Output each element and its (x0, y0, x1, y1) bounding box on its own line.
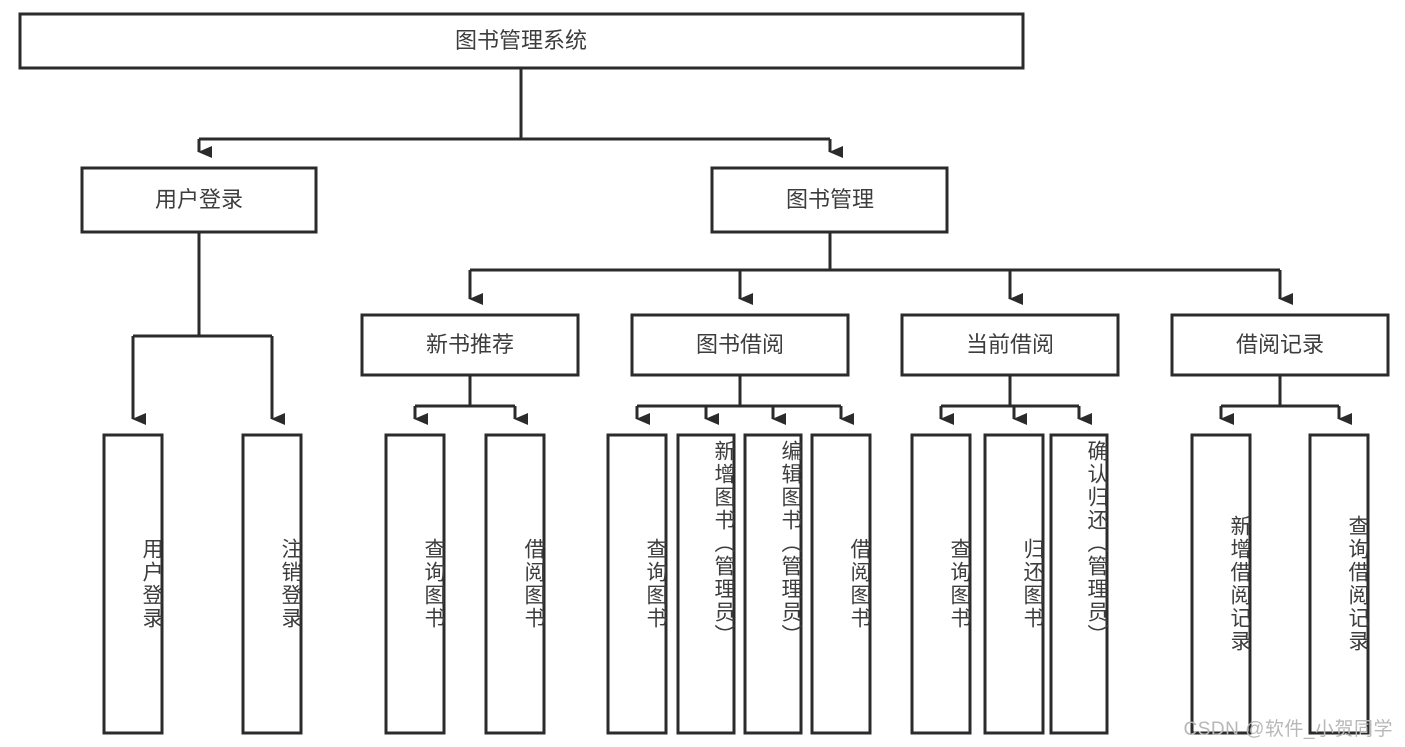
csdn-watermark: CSDN @软件_小贺同学 (1183, 719, 1393, 740)
leaf-add-book-box[interactable] (676, 433, 736, 735)
node-root[interactable]: 图书管理系统 (18, 12, 1025, 70)
node-new-book-recommend-box[interactable] (360, 313, 580, 377)
connector-group-current-borrow (939, 375, 1092, 425)
node-book-manage-box[interactable] (710, 166, 949, 234)
node-user-login-box[interactable] (80, 166, 318, 234)
leaf-query-book-recommend-box[interactable] (384, 433, 446, 735)
node-book-borrow[interactable]: 图书借阅 (630, 313, 850, 377)
node-borrow-record-label: 借阅记录 (1236, 332, 1324, 357)
node-current-borrow-label: 当前借阅 (966, 332, 1054, 357)
node-root-label: 图书管理系统 (455, 28, 587, 53)
node-user-login[interactable]: 用户登录 (80, 166, 318, 234)
node-borrow-record[interactable]: 借阅记录 (1170, 313, 1390, 377)
leaf-confirm-return-box[interactable] (1049, 433, 1109, 735)
node-book-borrow-box[interactable] (630, 313, 850, 377)
connector-group-user-login (131, 232, 285, 425)
connector-group-new-book-recommend (413, 375, 528, 425)
leaf-query-book-borrow-box[interactable] (606, 433, 668, 735)
leaf-borrow-book-box[interactable] (810, 433, 872, 735)
connector-group-root (197, 68, 843, 158)
leaf-query-borrow-record-box[interactable] (1308, 433, 1370, 735)
node-book-manage[interactable]: 图书管理 (710, 166, 949, 234)
leaf-edit-book-box[interactable] (743, 433, 803, 735)
leaf-borrow-book-recommend-box[interactable] (484, 433, 546, 735)
node-current-borrow-box[interactable] (900, 313, 1120, 377)
node-user-login-label: 用户登录 (155, 187, 243, 212)
node-current-borrow[interactable]: 当前借阅 (900, 313, 1120, 377)
node-new-book-recommend[interactable]: 新书推荐 (360, 313, 580, 377)
leaf-query-book-current-box[interactable] (910, 433, 972, 735)
connector-group-borrow-record (1219, 375, 1352, 425)
leaf-return-book-box[interactable] (983, 433, 1045, 735)
connector-group-book-borrow (635, 375, 854, 425)
node-book-manage-label: 图书管理 (786, 187, 874, 212)
leaf-user-login-box[interactable] (102, 433, 164, 735)
connector-group-book-manage (468, 232, 1293, 305)
leaf-logout-box[interactable] (241, 433, 303, 735)
leaf-boxes (102, 433, 1370, 735)
node-book-borrow-label: 图书借阅 (696, 332, 784, 357)
node-borrow-record-box[interactable] (1170, 313, 1390, 377)
node-new-book-recommend-label: 新书推荐 (426, 332, 514, 357)
node-root-box[interactable] (18, 12, 1025, 70)
leaf-add-borrow-record-box[interactable] (1190, 433, 1252, 735)
